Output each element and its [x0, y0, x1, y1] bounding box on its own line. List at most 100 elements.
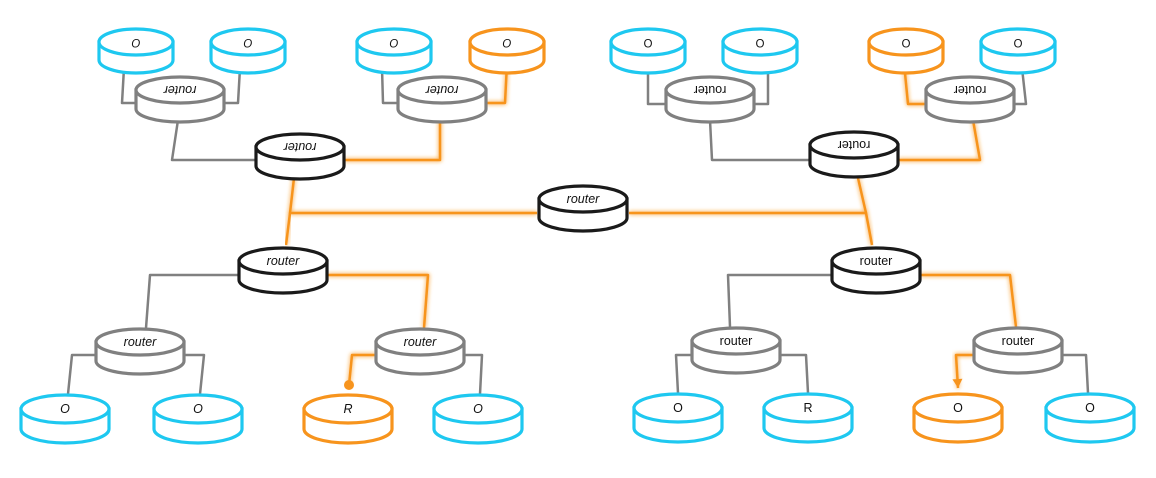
node-top [830, 246, 922, 276]
router-node-tr-hub[interactable]: router [808, 130, 900, 179]
endpoint-node-br-e2[interactable]: R [762, 392, 854, 444]
router-node-core[interactable]: router [537, 184, 629, 233]
router-node-bl-r2[interactable]: router [374, 327, 466, 376]
node-label: O [673, 401, 683, 415]
endpoint-node-br-e3[interactable]: O [912, 392, 1004, 444]
endpoint-node-tl-e1[interactable]: O [97, 27, 175, 75]
links-layer [66, 62, 1090, 395]
link-bl-r1-to-bl-e1 [66, 353, 96, 395]
node-label: router [124, 335, 157, 349]
node-label: O [131, 36, 140, 48]
link-br-hub-to-br-r2 [920, 273, 1018, 328]
node-top [152, 393, 244, 425]
link-br-r1-to-br-e1 [674, 353, 692, 394]
link-br-r2-to-br-e3 [954, 353, 974, 389]
node-label: router [860, 254, 893, 268]
node-top [468, 27, 546, 57]
node-label: O [1013, 36, 1022, 48]
link-tl-hub-to-tl-r2 [344, 120, 442, 162]
node-label: router [283, 140, 316, 154]
router-node-tl-r1[interactable]: router [134, 75, 226, 124]
endpoint-node-tr-e2[interactable]: O [721, 27, 799, 75]
endpoint-node-tr-e3[interactable]: O [867, 27, 945, 75]
node-label: router [720, 334, 753, 348]
link-core-to-tl-hub [288, 177, 537, 215]
endpoint-node-tr-e1[interactable]: O [609, 27, 687, 75]
node-top [979, 27, 1057, 57]
node-label: O [243, 36, 252, 48]
node-label: R [343, 402, 352, 416]
node-label: router [163, 83, 196, 97]
node-top [690, 326, 782, 356]
node-top [302, 393, 394, 425]
node-top [254, 132, 346, 162]
link-tr-hub-to-tr-r1 [708, 119, 810, 162]
link-bl-hub-to-bl-r2 [327, 273, 430, 329]
link-tl-r1-to-tl-e2 [222, 67, 242, 105]
node-top [664, 75, 756, 105]
node-top [924, 75, 1016, 105]
node-top [237, 246, 329, 276]
router-node-br-hub[interactable]: router [830, 246, 922, 295]
node-top [134, 75, 226, 105]
node-label: O [1085, 401, 1095, 415]
node-top [1044, 392, 1136, 424]
node-top [632, 392, 724, 424]
node-label: router [425, 83, 458, 97]
endpoint-node-bl-e3[interactable]: R [302, 393, 394, 445]
link-tr-hub-to-tr-r2 [898, 119, 982, 162]
router-node-bl-hub[interactable]: router [237, 246, 329, 295]
node-label: router [267, 254, 300, 268]
node-label: O [193, 402, 203, 416]
node-label: router [404, 335, 437, 349]
node-top [867, 27, 945, 57]
endpoint-node-bl-e4[interactable]: O [432, 393, 524, 445]
router-node-br-r1[interactable]: router [690, 326, 782, 375]
node-top [355, 27, 433, 57]
endpoint-node-br-e1[interactable]: O [632, 392, 724, 444]
node-top [396, 75, 488, 105]
node-label: O [755, 36, 764, 48]
endpoint-node-tl-e4[interactable]: O [468, 27, 546, 75]
node-label: router [694, 83, 727, 97]
node-top [609, 27, 687, 57]
node-label: router [1002, 334, 1035, 348]
endpoint-node-bl-e2[interactable]: O [152, 393, 244, 445]
node-top [912, 392, 1004, 424]
router-node-tl-hub[interactable]: router [254, 132, 346, 181]
endpoint-node-tr-e4[interactable]: O [979, 27, 1057, 75]
router-node-br-r2[interactable]: router [972, 326, 1064, 375]
node-top [762, 392, 854, 424]
link-br-r2-to-br-e4 [1062, 353, 1090, 394]
link-bl-r2-to-bl-e4 [464, 353, 484, 395]
node-top [97, 27, 175, 57]
router-node-bl-r1[interactable]: router [94, 327, 186, 376]
node-top [209, 27, 287, 57]
node-label: router [838, 138, 871, 152]
link-bl-r1-to-bl-e2 [184, 353, 206, 395]
link-br-r1-to-br-e2 [780, 353, 810, 394]
endpoint-node-tl-e3[interactable]: O [355, 27, 433, 75]
node-label: router [954, 83, 987, 97]
node-label: O [901, 36, 910, 48]
node-top [537, 184, 629, 214]
endpoint-node-br-e4[interactable]: O [1044, 392, 1136, 444]
node-top [94, 327, 186, 357]
node-top [808, 130, 900, 160]
node-top [432, 393, 524, 425]
node-label: O [502, 36, 511, 48]
link-core-to-br-hub [864, 212, 874, 246]
endpoint-node-bl-e1[interactable]: O [19, 393, 111, 445]
node-label: router [567, 192, 600, 206]
router-node-tr-r1[interactable]: router [664, 75, 756, 124]
router-node-tr-r2[interactable]: router [924, 75, 1016, 124]
link-tr-r1-to-tr-e1 [646, 68, 666, 106]
node-top [19, 393, 111, 425]
link-tl-r2-to-tl-e4 [486, 62, 509, 105]
arrowhead-br-e3 [952, 378, 963, 388]
router-node-tl-r2[interactable]: router [396, 75, 488, 124]
link-tr-r2-to-tr-e3 [902, 62, 928, 106]
endpoint-node-tl-e2[interactable]: O [209, 27, 287, 75]
